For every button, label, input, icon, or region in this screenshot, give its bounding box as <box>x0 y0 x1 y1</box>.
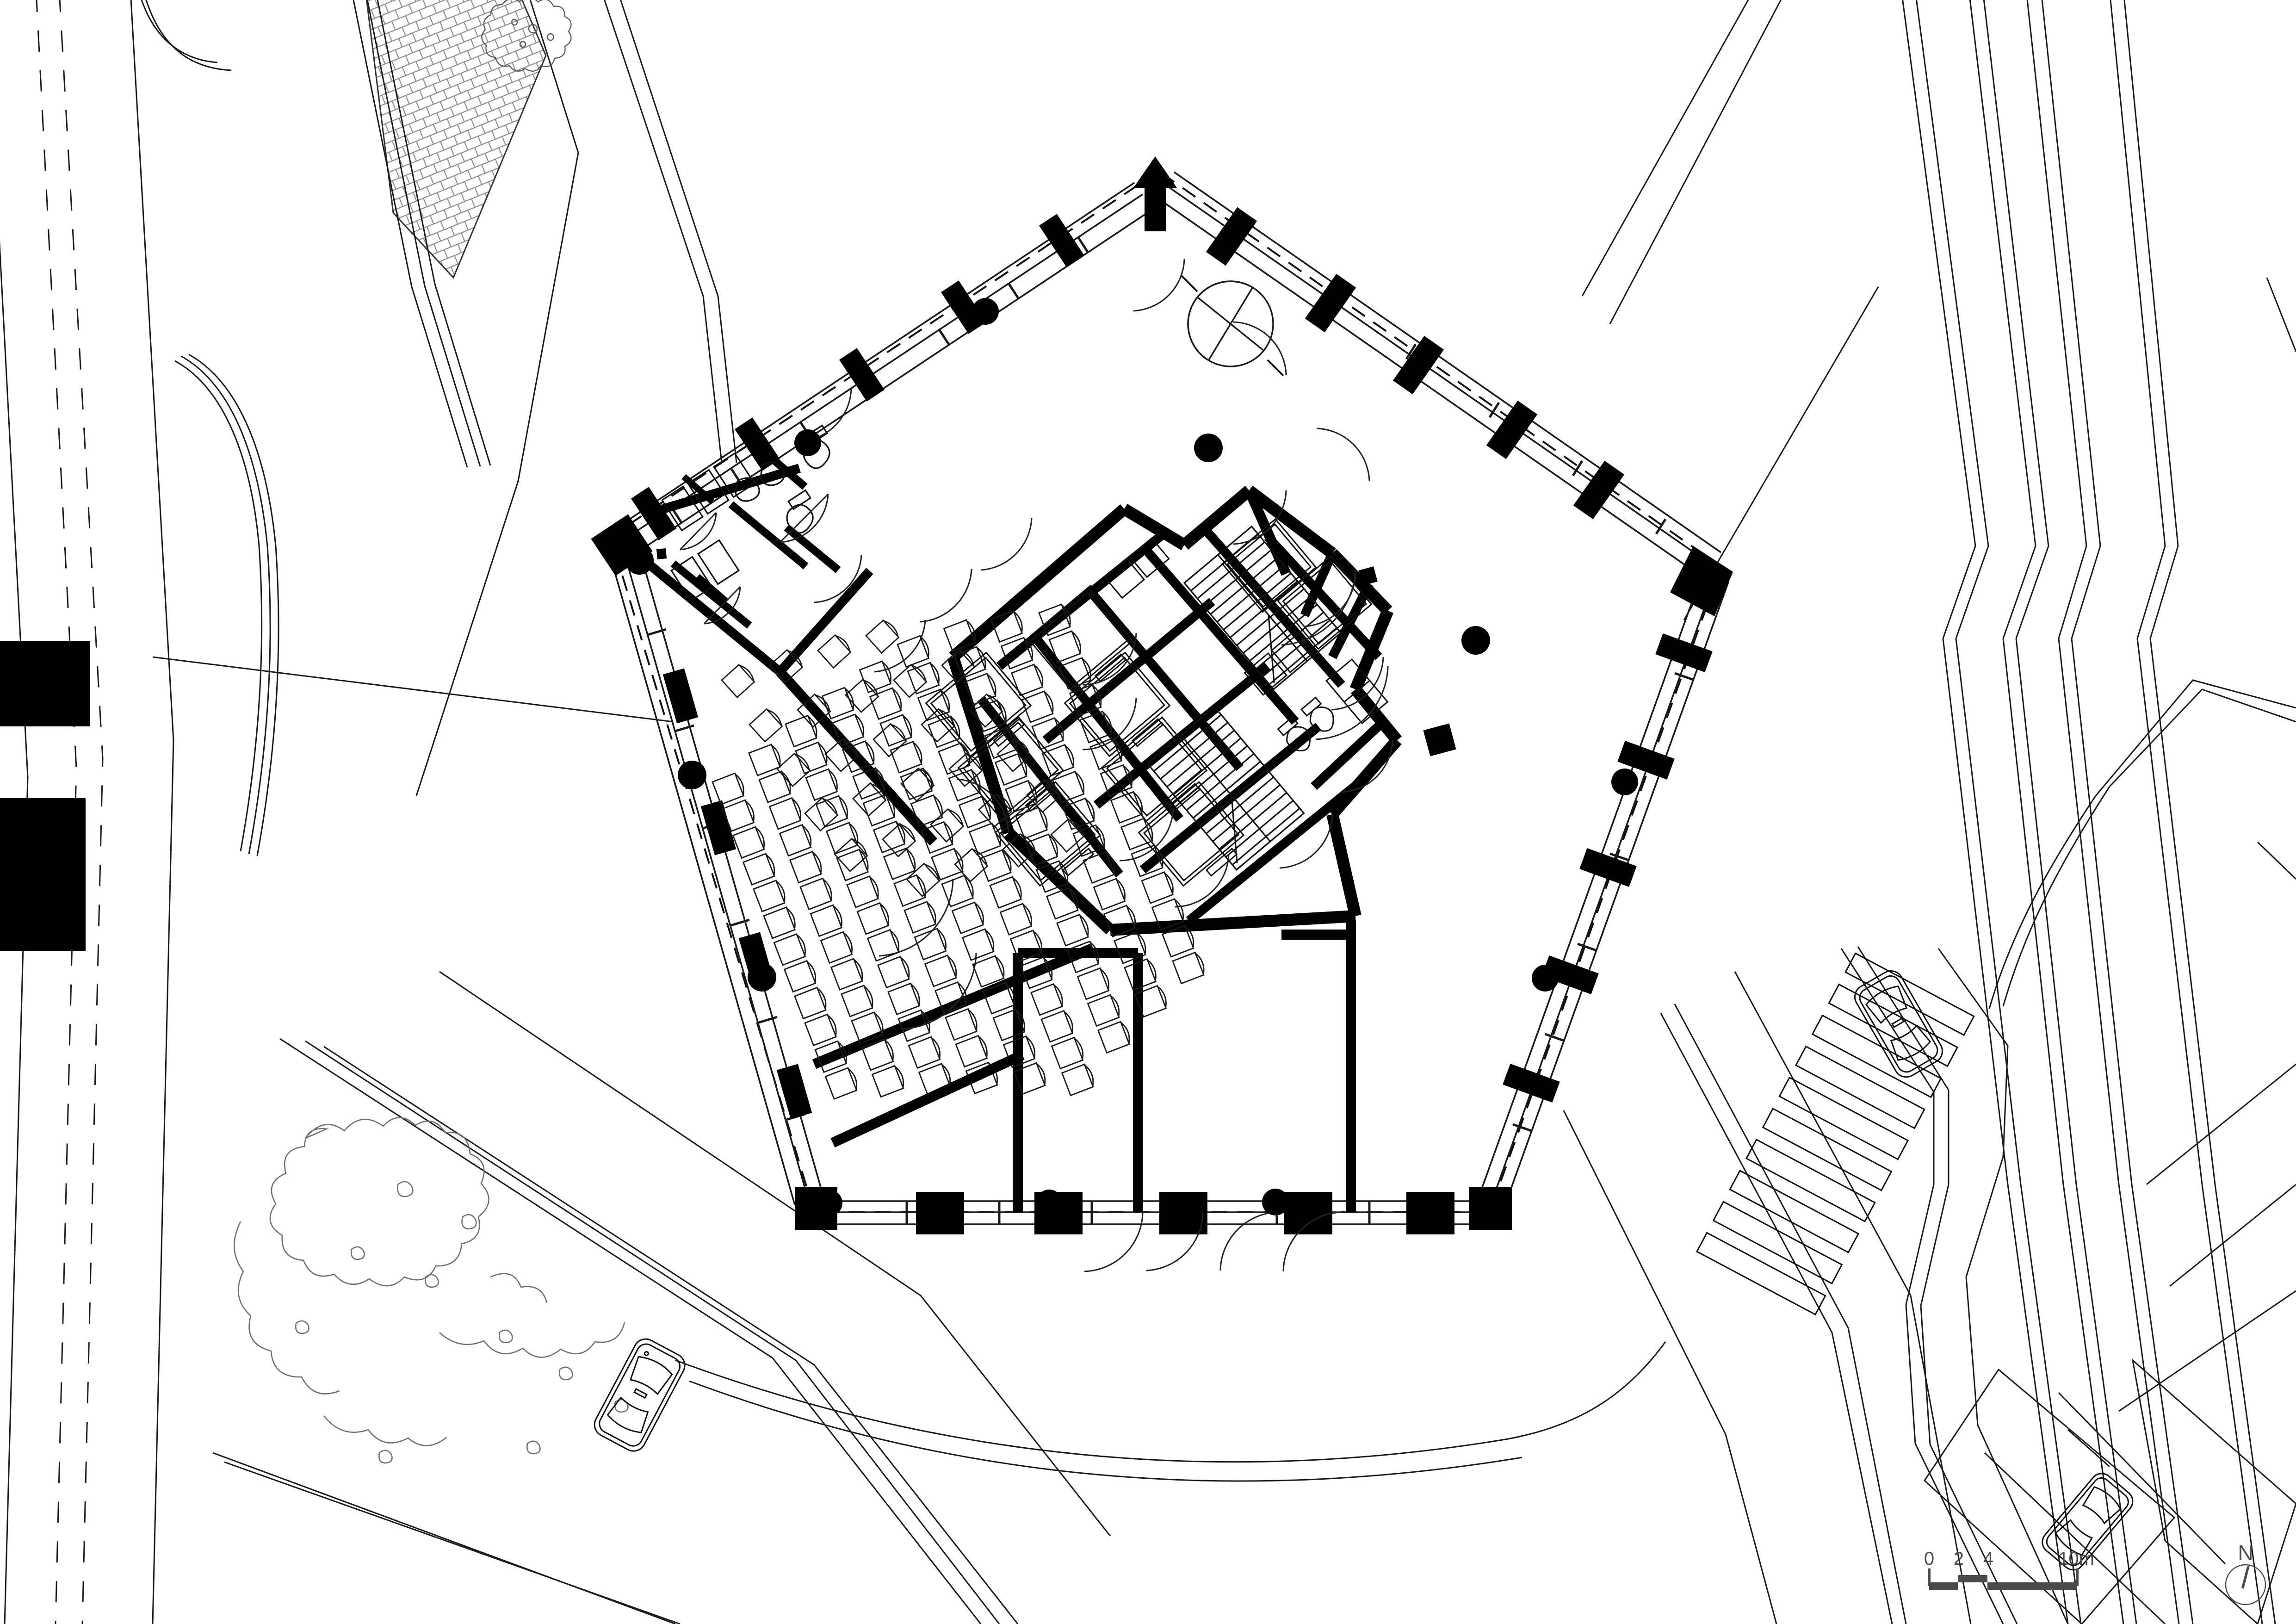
square-columns <box>1358 566 1456 756</box>
scale-label-10m: 10m <box>2058 1549 2094 1569</box>
neighbouring-building-west-upper <box>0 641 90 726</box>
tree-canopy <box>481 0 572 72</box>
parked-car-southeast <box>2042 1473 2134 1571</box>
round-column <box>625 546 654 575</box>
round-column <box>1473 1187 1500 1214</box>
round-column <box>1532 965 1559 992</box>
round-column <box>794 429 821 456</box>
scale-label-2: 2 <box>1954 1549 1964 1569</box>
round-column <box>1262 1189 1289 1215</box>
graphic-scale-bar: 0 2 4 10m <box>1924 1549 2094 1590</box>
stage-edge-wall <box>830 1050 1025 1147</box>
pedestrian-crossing <box>1696 952 1975 1316</box>
round-column <box>678 761 706 789</box>
parked-car-east <box>1854 970 1943 1078</box>
upper-level-outline <box>609 170 1722 1213</box>
round-column <box>748 963 776 992</box>
room-furniture <box>925 518 1389 887</box>
revolving-door <box>1187 280 1274 367</box>
round-column <box>1194 434 1223 462</box>
round-column <box>1611 769 1638 795</box>
round-column <box>1036 1190 1063 1216</box>
road-west <box>0 0 174 1624</box>
road-centre-line-west <box>36 0 77 1624</box>
scale-seg-0-2 <box>1929 1582 1958 1590</box>
entrance-arrow <box>1133 156 1177 231</box>
revolving-door-frame <box>1181 275 1284 377</box>
square-column <box>1358 566 1378 586</box>
neighbouring-building-west-lower <box>0 798 86 951</box>
north-arrow: N <box>2225 1541 2266 1605</box>
neighbouring-building-southeast <box>1924 1358 2296 1624</box>
square-column <box>1423 723 1456 756</box>
north-arrow-needle <box>2241 1566 2250 1589</box>
loose-seating-cluster <box>721 619 1085 898</box>
parked-car-south <box>594 1338 686 1452</box>
round-column <box>1461 626 1490 655</box>
round-columns <box>625 298 1638 1216</box>
building-plan <box>591 156 1733 1272</box>
north-arrow-label: N <box>2238 1541 2253 1565</box>
drawing-legend: 0 2 4 10m N <box>1924 1541 2266 1605</box>
footpath-west <box>141 0 279 856</box>
scale-label-0: 0 <box>1924 1549 1934 1569</box>
scale-seg-2-4 <box>1958 1575 1987 1582</box>
road-east <box>1902 0 2296 1624</box>
scale-seg-4-10 <box>1987 1582 2077 1590</box>
door-swings <box>799 259 1393 1272</box>
north-arrow-circle <box>2225 1564 2266 1605</box>
scale-label-4: 4 <box>1983 1549 1993 1569</box>
round-column <box>816 1190 842 1216</box>
round-column <box>972 298 999 325</box>
